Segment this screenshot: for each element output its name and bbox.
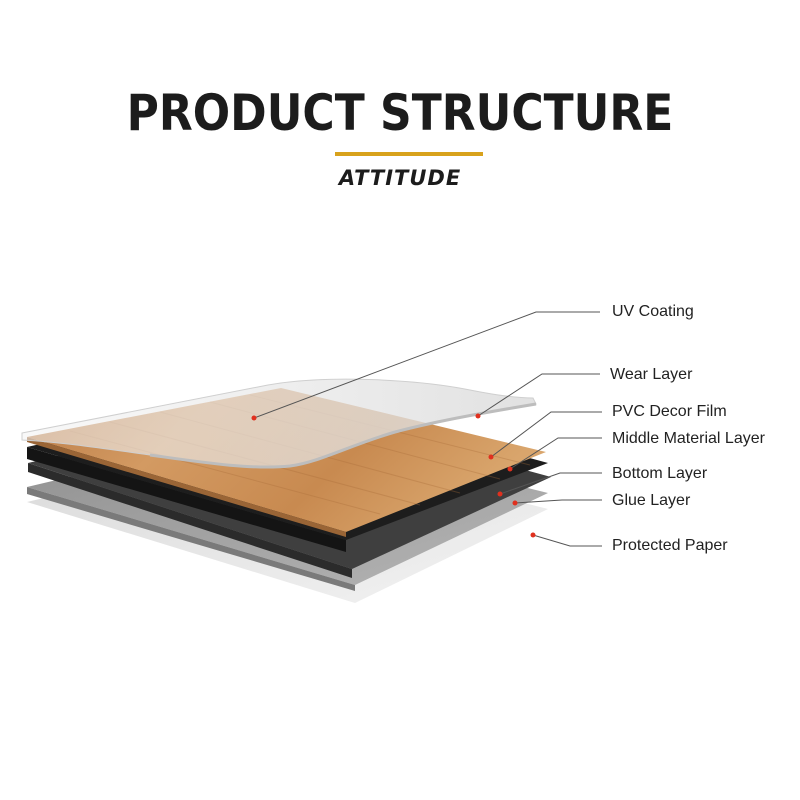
- wear-layer-marker: [475, 413, 481, 419]
- label-middle-material-layer: Middle Material Layer: [612, 430, 765, 447]
- middle-material-marker: [507, 466, 513, 472]
- bottom-layer-marker: [497, 491, 503, 497]
- protected-paper-marker: [530, 532, 536, 538]
- title-underline: [335, 152, 483, 156]
- pvc-decor-film-marker: [488, 454, 494, 460]
- label-uv-coating: UV Coating: [612, 303, 694, 320]
- uv-coating-marker: [251, 415, 257, 421]
- page-title: PRODUCT STRUCTURE: [126, 84, 674, 142]
- glue-layer-marker: [512, 500, 518, 506]
- label-pvc-decor-film: PVC Decor Film: [612, 403, 727, 420]
- brand-logo: ATTITUDE: [338, 166, 462, 190]
- label-wear-layer: Wear Layer: [610, 366, 693, 383]
- label-glue-layer: Glue Layer: [612, 492, 691, 509]
- label-bottom-layer: Bottom Layer: [612, 465, 708, 482]
- label-protected-paper: Protected Paper: [612, 537, 728, 554]
